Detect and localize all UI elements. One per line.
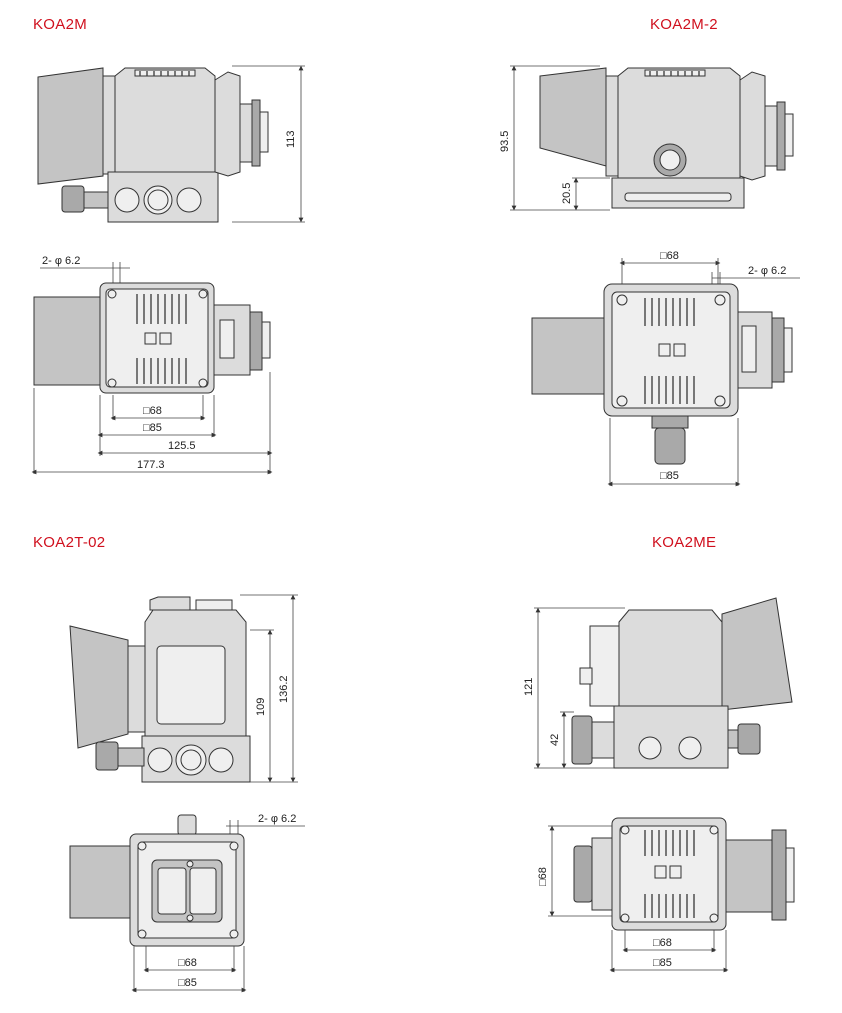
dim-koa2m-len-b: 177.3 <box>137 459 165 471</box>
dim-koa2me-height: 121 <box>523 678 535 696</box>
dim-koa2t-02-holes: 2- φ 6.2 <box>258 813 296 825</box>
dim-koa2t-02-h-outer: 136.2 <box>278 675 290 703</box>
dim-koa2m-2-sq-outer: □85 <box>660 470 679 482</box>
section-title-koa2me: KOA2ME <box>652 534 717 551</box>
dim-koa2t-02-sq-inner: □68 <box>178 957 197 969</box>
dim-koa2m-2-height: 93.5 <box>499 131 511 152</box>
koa2me-top-view: □68 □68 □85 <box>537 817 795 973</box>
dim-koa2m-len-a: 125.5 <box>168 440 196 452</box>
dim-koa2me-sq-outer: □85 <box>653 957 672 969</box>
koa2me-side-view: 121 42 <box>523 597 793 769</box>
koa2t-02-top-view: 2- φ 6.2 □68 □85 <box>69 813 305 993</box>
koa2m-2-top-view: □68 2- φ 6.2 □85 <box>531 250 800 487</box>
dim-koa2m-2-base: 20.5 <box>561 183 573 204</box>
dim-koa2m-holes: 2- φ 6.2 <box>42 255 80 267</box>
dim-koa2me-side-sq: □68 <box>537 867 549 886</box>
dim-koa2m-2-sq-inner-top: □68 <box>660 250 679 262</box>
dim-koa2me-sq-inner: □68 <box>653 937 672 949</box>
dim-koa2m-sq-inner: □68 <box>143 405 162 417</box>
koa2t-02-side-view: 109 136.2 <box>69 594 298 783</box>
koa2m-2-side-view: 93.5 20.5 <box>499 65 794 211</box>
dim-koa2m-height: 113 <box>285 130 297 148</box>
dim-koa2m-2-holes: 2- φ 6.2 <box>748 265 786 277</box>
dim-koa2t-02-sq-outer: □85 <box>178 977 197 989</box>
section-title-koa2t-02: KOA2T-02 <box>33 534 106 551</box>
dim-koa2m-sq-outer: □85 <box>143 422 162 434</box>
dim-koa2t-02-h-inner: 109 <box>255 698 267 716</box>
section-title-koa2m: KOA2M <box>33 16 88 33</box>
dim-koa2me-base: 42 <box>549 734 561 746</box>
koa2m-top-view: 2- φ 6.2 □68 □85 <box>31 255 273 475</box>
section-title-koa2m-2: KOA2M-2 <box>650 16 718 33</box>
koa2m-side-view: 113 <box>37 65 305 223</box>
